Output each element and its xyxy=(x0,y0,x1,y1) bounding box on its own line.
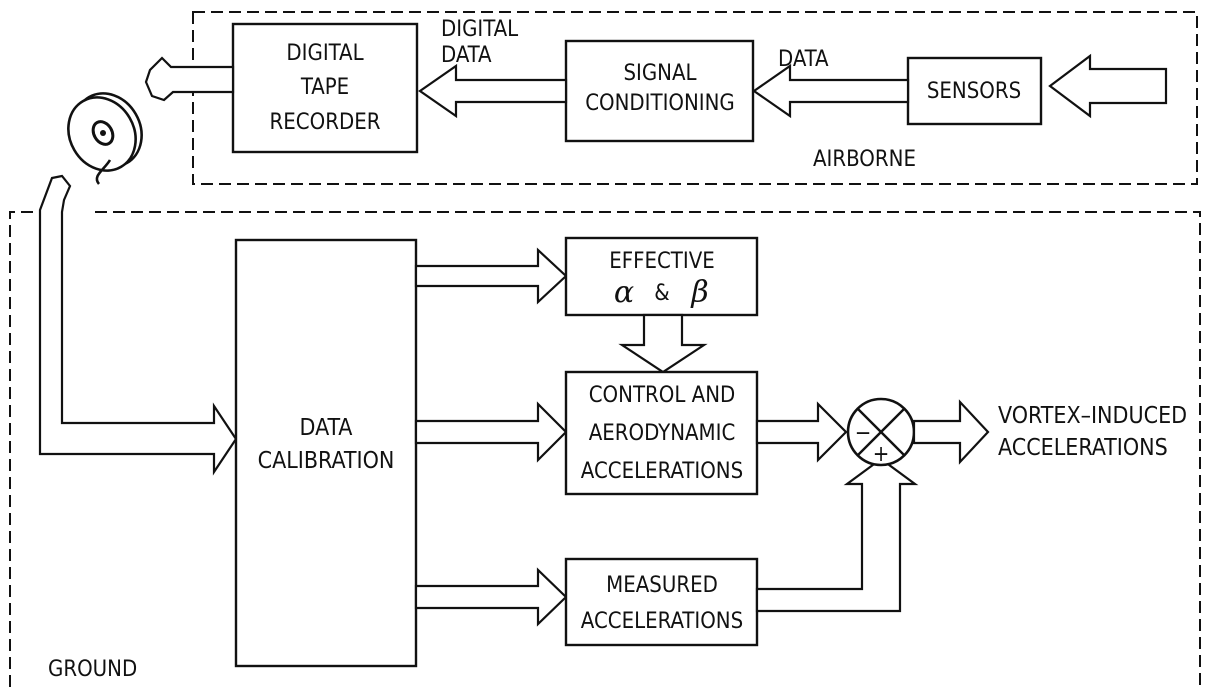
calibration-to-control-arrow xyxy=(414,401,568,463)
recorder-line1: DIGITAL xyxy=(286,41,363,66)
data-calibration-block xyxy=(234,238,418,668)
output-line1: VORTEX–INDUCED xyxy=(998,403,1187,429)
tape-stub-upper xyxy=(144,56,235,102)
control-line3: ACCELERATIONS xyxy=(581,459,743,484)
ground-label: GROUND xyxy=(48,657,137,682)
effective-alpha-beta-block xyxy=(564,236,759,317)
sensor-input-arrow xyxy=(1048,53,1168,119)
data-arrow xyxy=(752,63,910,119)
recorder-line3: RECORDER xyxy=(270,110,381,135)
signal-conditioning-line1: SIGNAL xyxy=(623,61,696,86)
data-flow-label: DATA xyxy=(778,47,829,72)
ampersand-symbol: & xyxy=(654,281,669,306)
output-line2: ACCELERATIONS xyxy=(998,435,1168,461)
digital-data-arrow xyxy=(418,63,568,119)
measured-to-sum-arrow xyxy=(755,457,919,613)
digital-data-label-line1: DIGITAL xyxy=(441,17,518,42)
ground-region-outline xyxy=(9,211,1201,687)
signal-conditioning-block xyxy=(564,39,755,143)
airborne-region-outline xyxy=(192,11,1198,185)
measured-line1: MEASURED xyxy=(606,573,718,598)
tape-to-calibration-arrow xyxy=(38,174,238,476)
summing-junction: − + xyxy=(846,397,916,467)
signal-conditioning-line2: CONDITIONING xyxy=(585,91,735,116)
sensors-label: SENSORS xyxy=(927,79,1021,104)
control-to-sum-arrow xyxy=(755,401,848,463)
calibration-to-measured-arrow xyxy=(414,567,568,627)
sum-to-output-arrow xyxy=(912,399,990,465)
effective-line1: EFFECTIVE xyxy=(609,249,715,274)
beta-symbol: β xyxy=(690,275,708,310)
alpha-symbol: α xyxy=(614,275,634,310)
plus-sign: + xyxy=(873,442,890,467)
calibration-line1: DATA xyxy=(300,415,353,441)
recorder-line2: TAPE xyxy=(300,75,349,100)
calibration-line2: CALIBRATION xyxy=(258,448,395,474)
minus-sign: − xyxy=(855,421,872,446)
control-line1: CONTROL AND xyxy=(589,383,736,408)
digital-data-label-line2: DATA xyxy=(441,43,492,68)
measured-line2: ACCELERATIONS xyxy=(581,609,743,634)
effective-to-control-arrow xyxy=(618,313,708,374)
digital-tape-recorder-block xyxy=(231,22,419,154)
control-line2: AERODYNAMIC xyxy=(589,421,736,446)
tape-reel-icon xyxy=(67,92,143,185)
calibration-to-effective-arrow xyxy=(414,247,568,305)
airborne-label: AIRBORNE xyxy=(813,147,916,172)
